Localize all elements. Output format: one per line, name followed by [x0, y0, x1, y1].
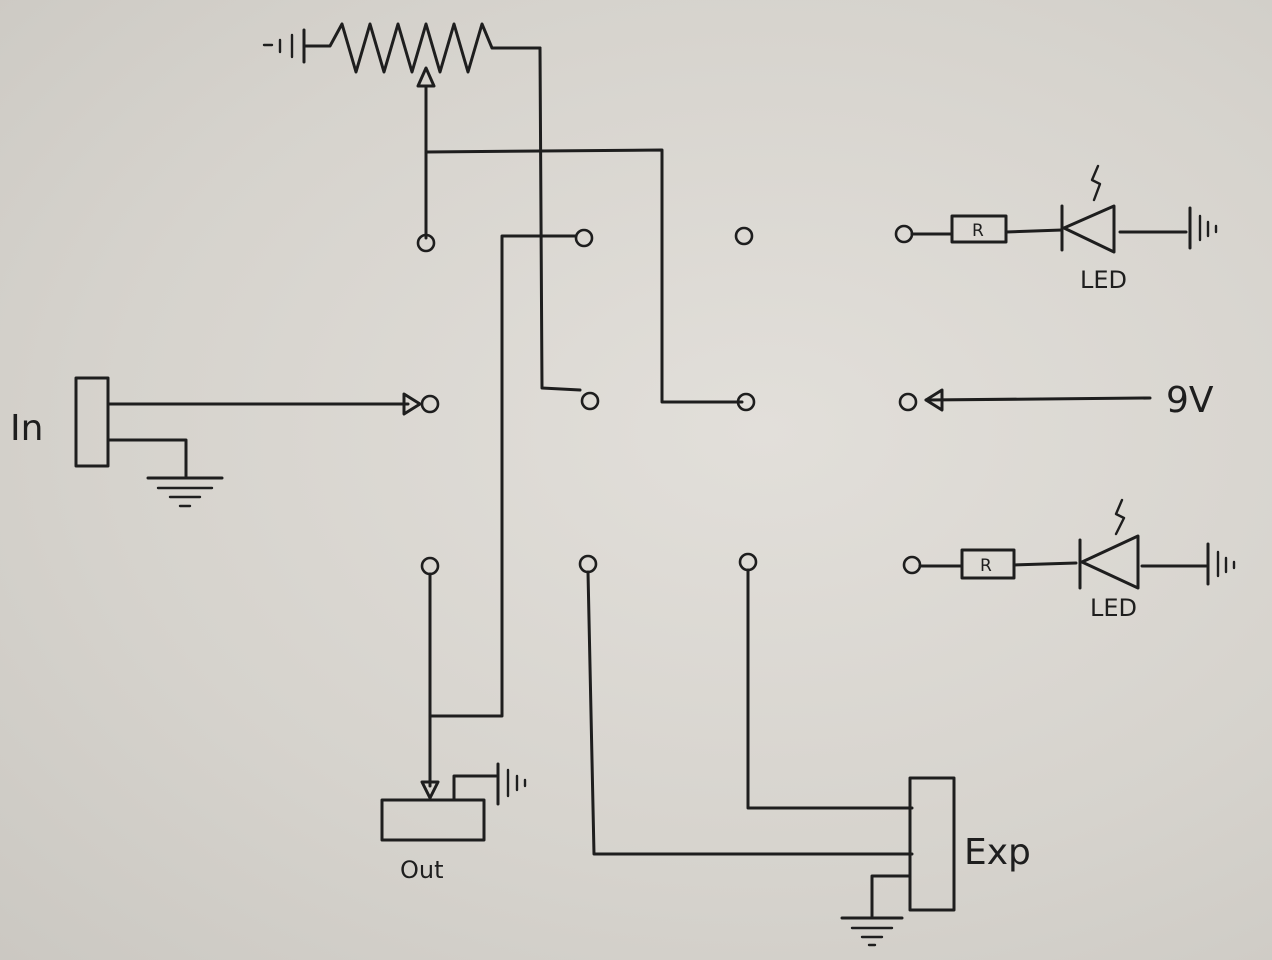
wire-input-ground	[106, 438, 188, 478]
pot-resistor-element	[302, 22, 542, 74]
label-led-top: LED	[1080, 266, 1127, 294]
label-resistor-top: R	[972, 221, 984, 241]
lug-4	[420, 394, 440, 414]
expression-jack-body	[908, 776, 956, 912]
output-arrow	[420, 780, 440, 800]
led-bottom-diode	[1080, 534, 1140, 590]
wire-9v	[924, 396, 1152, 402]
wire-output-to-lug2	[428, 234, 578, 718]
wire-resistor-to-led	[1012, 561, 1078, 567]
wire-lug8-to-exp	[586, 570, 914, 856]
label-led-bottom: LED	[1090, 594, 1137, 622]
led-top-light-icon	[1090, 164, 1102, 202]
output-jack	[380, 572, 527, 842]
label-expression-jack: Exp	[964, 832, 1031, 873]
input-jack-body	[74, 376, 110, 468]
lug-8	[578, 554, 598, 574]
lug-5	[580, 391, 600, 411]
lug-7	[420, 556, 440, 576]
output-jack-body	[380, 798, 486, 842]
wire-wiper-to-lug	[424, 148, 744, 404]
lug-9	[738, 552, 758, 572]
led-bottom-light-icon	[1114, 498, 1126, 536]
input-jack	[74, 376, 422, 508]
led-branch-top	[910, 164, 1218, 254]
led-top-diode	[1062, 204, 1116, 254]
lug-6	[736, 392, 756, 412]
supply-arrow	[924, 388, 944, 412]
lug-led-bottom	[902, 555, 922, 575]
label-resistor-bottom: R	[980, 556, 992, 576]
lug-3	[734, 226, 754, 246]
lug-2	[574, 228, 594, 248]
led-branch-bottom	[918, 498, 1236, 590]
label-input-jack: In	[10, 408, 43, 449]
lug-led-top	[894, 224, 914, 244]
lug-1	[416, 233, 436, 253]
potentiometer	[262, 22, 542, 240]
label-output-jack: Out	[400, 856, 444, 884]
input-arrow	[402, 392, 422, 416]
label-supply: 9V	[1166, 380, 1214, 421]
wire-pot-end-to-switch	[538, 46, 582, 392]
wire-lug9-to-exp	[746, 568, 914, 810]
resistor-top	[950, 214, 1008, 244]
supply-input	[924, 388, 1152, 412]
pot-wiper-arrow	[416, 66, 436, 88]
lug-9v	[898, 392, 918, 412]
wire-output-ground	[452, 774, 498, 802]
wire-resistor-to-led	[1004, 228, 1064, 234]
switch-lugs	[416, 224, 922, 576]
expression-jack	[586, 568, 956, 947]
wire-exp-ground	[870, 874, 912, 918]
